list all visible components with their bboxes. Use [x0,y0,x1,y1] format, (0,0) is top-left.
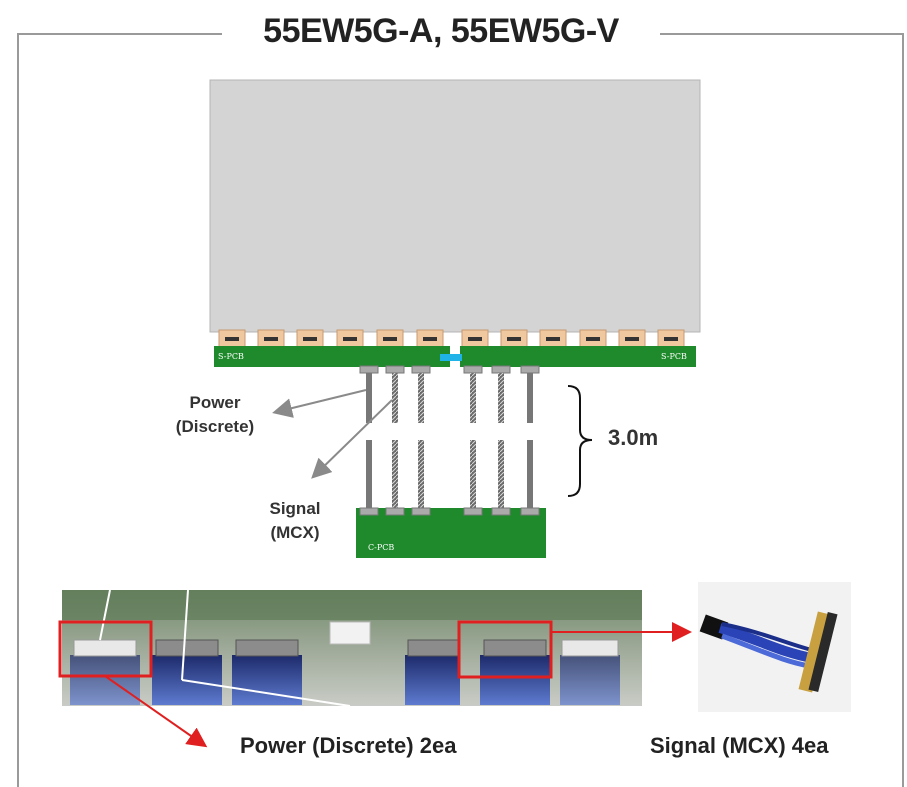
s-pcb-right [460,346,696,367]
signal-connector-highlight [457,620,553,679]
power-count-label: Power (Discrete) 2ea [240,733,457,758]
cable-length-label: 3.0m [608,425,659,450]
pcb-link-flex [440,354,462,361]
frame-left-border [17,33,19,787]
power-label: Power (Discrete) [150,391,280,439]
diagram-title: 55EW5G-A, 55EW5G-V [263,12,619,50]
length-bracket [567,385,593,497]
display-panel [209,79,701,333]
c-pcb-label: C-PCB [368,543,394,552]
signal-label-line2: (MCX) [270,523,320,542]
power-label-line2: (Discrete) [175,417,255,436]
s-pcb-left-label: S-PCB [218,352,244,361]
s-pcb-right-label: S-PCB [661,352,687,361]
signal-callout-arrow [311,399,393,479]
cof-tabs [218,329,685,349]
s-pcb-left [214,346,450,367]
signal-label: Signal (MCX) [240,497,350,545]
cables-upper [366,373,533,423]
frame-top-border-left [17,33,222,35]
c-pcb [356,508,546,558]
frame-right-border [902,33,904,787]
signal-cable-photo [698,582,851,712]
connector-photo [62,589,642,707]
s-pcb-connectors [359,365,540,374]
cables-lower [366,440,533,510]
power-callout-arrow [272,389,367,418]
signal-count-label: Signal (MCX) 4ea [650,733,829,758]
c-pcb-connectors [359,507,540,516]
frame-top-border-right [660,33,904,35]
power-label-line1: Power [189,393,241,412]
power-highlight-arrow [104,675,208,748]
signal-label-line1: Signal [269,499,321,518]
